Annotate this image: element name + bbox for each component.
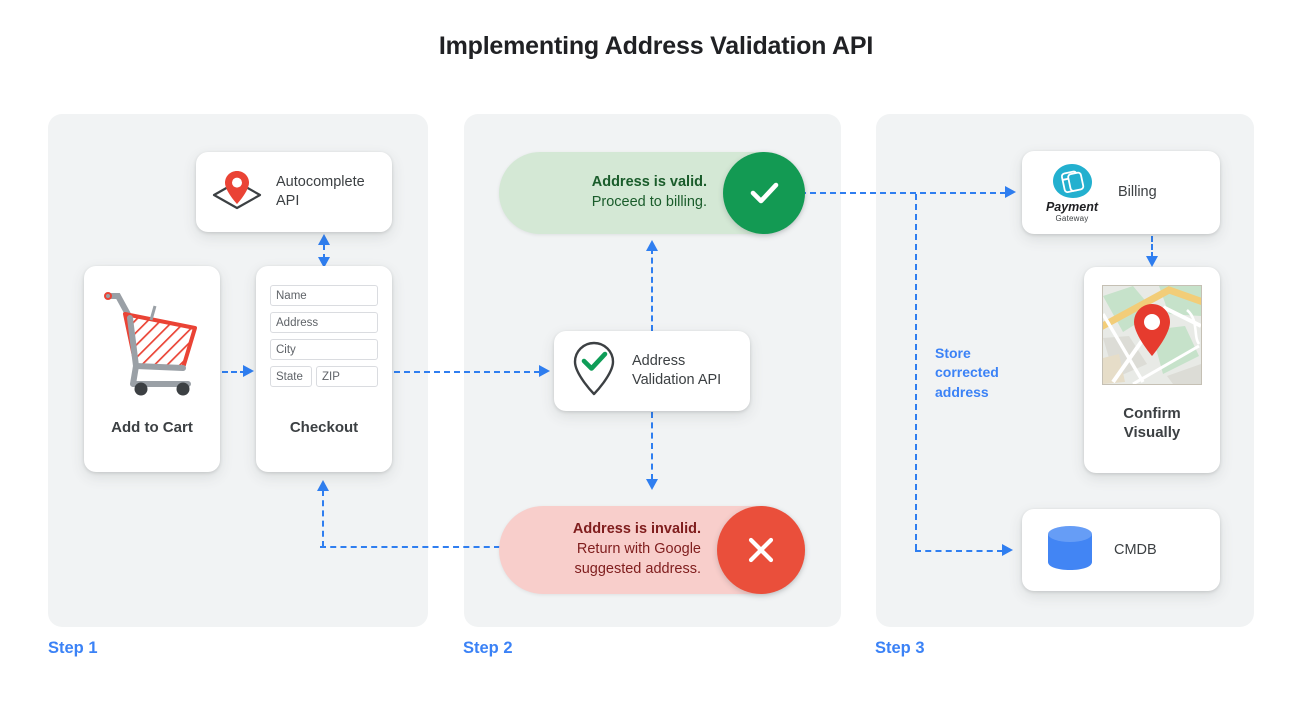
autocomplete-api-card[interactable]: Autocomplete API [196, 152, 392, 232]
add-to-cart-card[interactable]: Add to Cart [84, 266, 220, 472]
address-field[interactable]: Address [270, 312, 378, 333]
connector-billing-to-confirm [1151, 236, 1153, 258]
arrowhead-validation-to-valid [646, 240, 658, 251]
checkout-card[interactable]: Name Address City State ZIP Checkout [256, 266, 392, 472]
step-label-1: Step 1 [48, 639, 98, 657]
arrowhead-valid-to-billing [1005, 186, 1016, 198]
arrowhead-billing-to-confirm [1146, 256, 1158, 267]
database-cylinder-icon [1044, 524, 1096, 577]
arrowhead-invalid-to-checkout [317, 480, 329, 491]
address-invalid-pill: Address is invalid. Return with Google s… [499, 506, 805, 594]
connector-validation-to-valid [651, 248, 653, 331]
pin-check-icon [570, 340, 618, 403]
close-x-icon [717, 506, 805, 594]
cmdb-card[interactable]: CMDB [1022, 509, 1220, 591]
checkout-caption: Checkout [289, 419, 359, 436]
arrowhead-up-autocomplete [318, 234, 330, 245]
payment-gateway-icon: Payment Gateway [1036, 162, 1108, 223]
shopping-cart-icon [103, 288, 203, 403]
confirm-visually-caption: Confirm Visually [1123, 405, 1181, 441]
connector-valid-to-billing [800, 192, 1006, 194]
connector-cart-to-checkout [222, 371, 246, 373]
page-title: Implementing Address Validation API [438, 32, 874, 60]
arrowhead-checkout-to-validation [539, 365, 550, 377]
address-valid-pill: Address is valid. Proceed to billing. [499, 152, 805, 234]
billing-card[interactable]: Payment Gateway Billing [1022, 151, 1220, 234]
connector-autocomplete-checkout [323, 244, 325, 260]
connector-store-corrected-v [915, 194, 917, 550]
store-corrected-address-note: Store corrected address [935, 345, 999, 400]
billing-label: Billing [1118, 184, 1157, 201]
connector-invalid-to-checkout-v [322, 490, 324, 547]
check-icon [723, 152, 805, 234]
arrowhead-store-to-cmdb [1002, 544, 1013, 556]
name-field[interactable]: Name [270, 285, 378, 306]
arrowhead-cart-to-checkout [243, 365, 254, 377]
city-field[interactable]: City [270, 339, 378, 360]
add-to-cart-caption: Add to Cart [111, 419, 193, 436]
arrowhead-validation-to-invalid [646, 479, 658, 490]
step-label-3: Step 3 [875, 639, 925, 657]
step-label-2: Step 2 [463, 639, 513, 657]
cmdb-label: CMDB [1114, 541, 1157, 558]
state-field[interactable]: State [270, 366, 312, 387]
arrowhead-down-checkout [318, 257, 330, 268]
address-valid-text: Address is valid. Proceed to billing. [591, 174, 707, 210]
autocomplete-api-label: Autocomplete API [276, 174, 365, 209]
confirm-visually-card[interactable]: Confirm Visually [1084, 267, 1220, 473]
connector-validation-to-invalid [651, 412, 653, 480]
map-pin-envelope-icon [210, 167, 264, 218]
connector-invalid-to-checkout-h [320, 546, 500, 548]
address-validation-api-label: Address Validation API [632, 353, 722, 388]
zip-field[interactable]: ZIP [316, 366, 378, 387]
connector-store-corrected-h [915, 550, 1003, 552]
connector-checkout-to-validation [394, 371, 540, 373]
map-thumbnail-icon [1102, 285, 1202, 385]
address-validation-api-card[interactable]: Address Validation API [554, 331, 750, 411]
address-invalid-text: Address is invalid. Return with Google s… [572, 521, 701, 577]
